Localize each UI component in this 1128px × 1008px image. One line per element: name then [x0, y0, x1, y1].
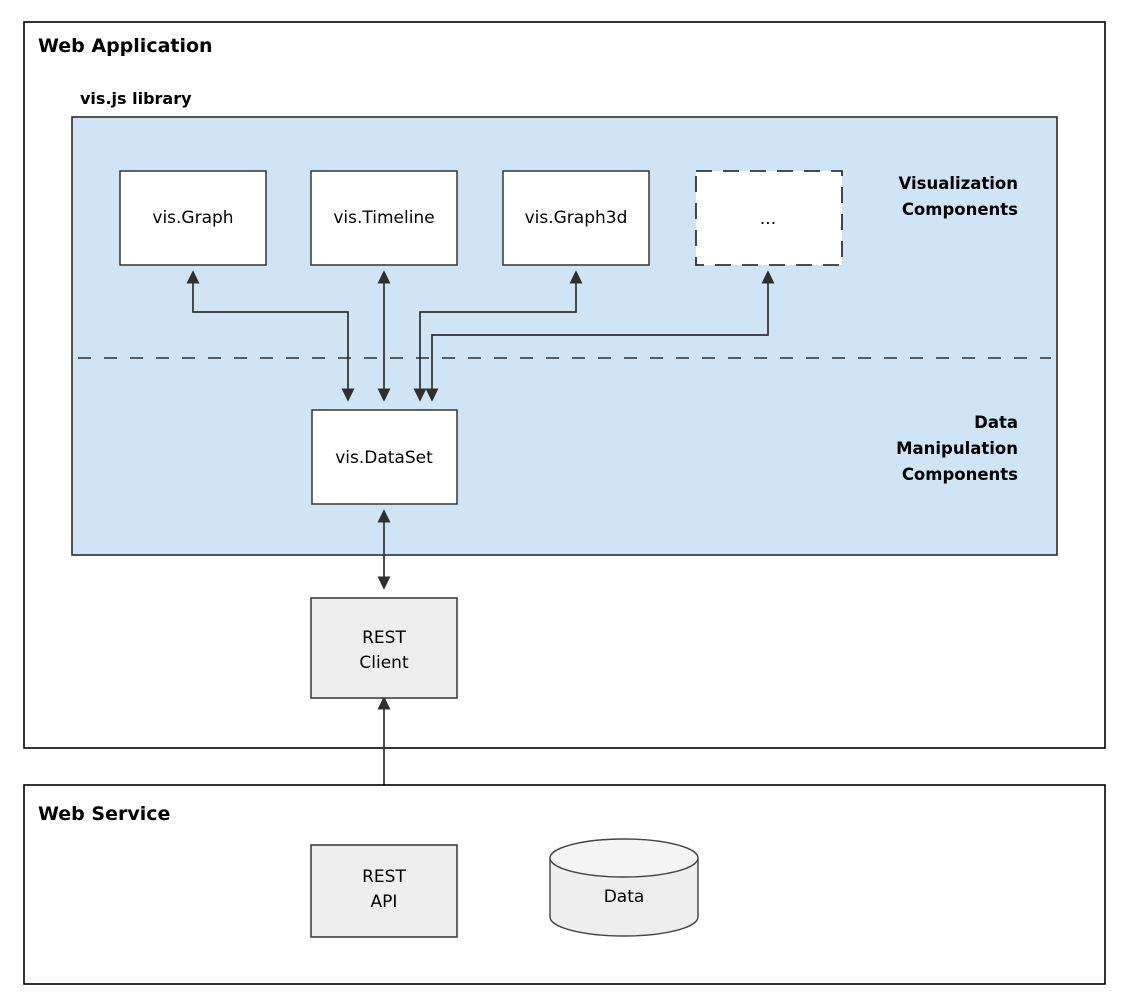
- connector-dataset-more: [425, 270, 775, 402]
- component-data-store[interactable]: Data: [549, 838, 699, 937]
- vis-dataset-label: vis.DataSet: [335, 448, 433, 468]
- visjs-library-panel: vis.js library Visualization Components …: [71, 89, 1058, 556]
- rest-client-label-line1: REST: [362, 628, 406, 648]
- component-vis-more[interactable]: ...: [695, 170, 843, 266]
- data-manipulation-label-line2: Manipulation: [896, 439, 1018, 458]
- web-application-title: Web Application: [38, 35, 213, 57]
- data-store-label: Data: [604, 887, 645, 907]
- component-vis-dataset[interactable]: vis.DataSet: [311, 409, 458, 505]
- vis-more-label: ...: [760, 209, 776, 229]
- component-vis-graph[interactable]: vis.Graph: [119, 170, 267, 266]
- vis-graph-box[interactable]: [119, 170, 267, 266]
- visualization-components-label: Visualization Components: [898, 174, 1018, 219]
- web-service-title: Web Service: [38, 803, 170, 825]
- data-manipulation-label-line3: Components: [902, 465, 1018, 484]
- component-vis-timeline[interactable]: vis.Timeline: [310, 170, 458, 266]
- vis-timeline-box[interactable]: [310, 170, 458, 266]
- rest-api-label-line1: REST: [362, 867, 406, 887]
- rest-client-box[interactable]: [310, 597, 458, 699]
- data-cylinder-top: [549, 838, 699, 878]
- vis-timeline-label: vis.Timeline: [333, 208, 434, 228]
- data-manipulation-components-label: Data Manipulation Components: [896, 413, 1018, 484]
- connector-dataset-graph: [186, 270, 355, 402]
- vis-dataset-box[interactable]: [311, 409, 458, 505]
- visualization-label-line2: Components: [902, 200, 1018, 219]
- component-vis-graph3d[interactable]: vis.Graph3d: [502, 170, 650, 266]
- component-rest-client[interactable]: REST Client: [310, 597, 458, 699]
- vis-more-box[interactable]: [695, 170, 843, 266]
- data-manipulation-label-line1: Data: [974, 413, 1018, 432]
- rest-api-box[interactable]: [310, 844, 458, 938]
- vis-graph3d-label: vis.Graph3d: [525, 208, 628, 228]
- visualization-components-group: vis.Graph vis.Timeline vis.Graph3d ...: [119, 170, 843, 266]
- vis-graph-label: vis.Graph: [152, 208, 233, 228]
- visualization-label-line1: Visualization: [898, 174, 1018, 193]
- vis-graph3d-box[interactable]: [502, 170, 650, 266]
- rest-client-label-line2: Client: [359, 653, 409, 673]
- visjs-library-title: vis.js library: [80, 89, 192, 108]
- data-cylinder-body[interactable]: [549, 857, 699, 937]
- component-rest-api[interactable]: REST API: [310, 844, 458, 938]
- rest-api-label-line2: API: [371, 892, 398, 912]
